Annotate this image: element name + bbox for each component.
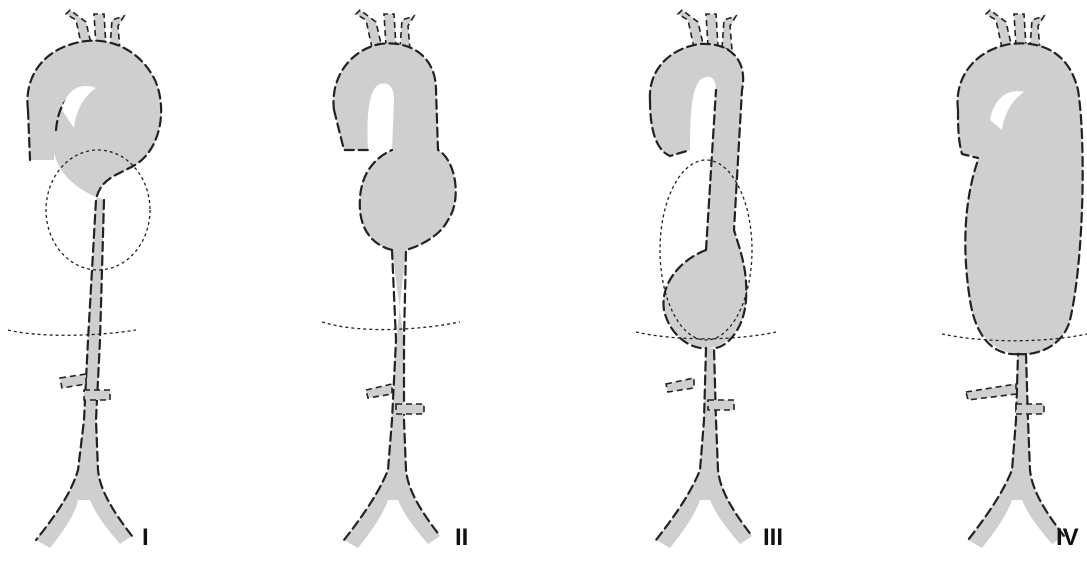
panel-label: III	[763, 524, 783, 551]
visceral-branch	[396, 404, 424, 414]
panel-4: IV	[942, 10, 1087, 551]
visceral-branch	[84, 390, 110, 400]
visceral-branch	[1016, 404, 1044, 414]
panel-label: IV	[1056, 524, 1079, 551]
diaphragm-line	[322, 322, 460, 330]
aorta-vessel	[958, 43, 1083, 548]
aorta-vessel	[27, 41, 161, 548]
diaphragm-line	[8, 330, 136, 335]
panel-3: III	[636, 10, 783, 551]
panel-label: I	[142, 524, 149, 551]
panel-1: I	[8, 10, 161, 551]
panel-2: II	[322, 10, 468, 551]
panel-label: II	[455, 524, 468, 551]
visceral-branch	[708, 400, 734, 410]
